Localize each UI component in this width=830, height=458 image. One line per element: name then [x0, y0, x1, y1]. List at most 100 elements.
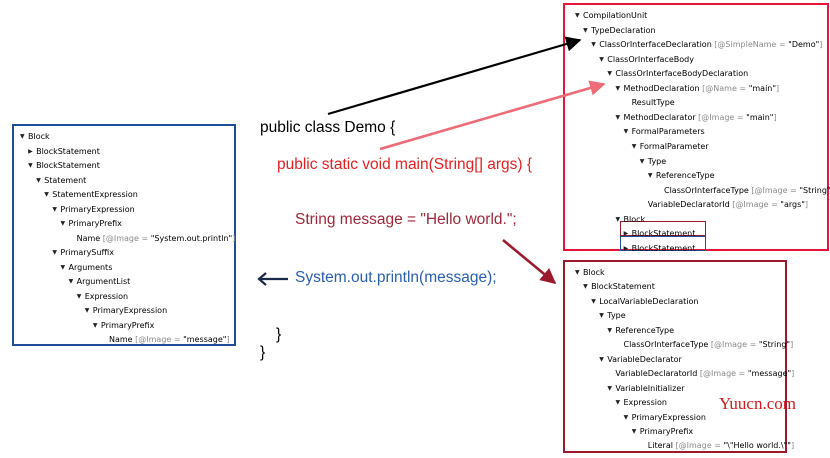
tree-node-label: ClassOrInterfaceBody [607, 54, 694, 64]
tree-node-name[interactable]: Name [@Image = "System.out.println"] [69, 232, 236, 246]
tree-node-type[interactable]: ▼Type [640, 155, 666, 169]
expand-arrow-icon[interactable]: ▼ [647, 172, 653, 180]
tree-node-literal[interactable]: Literal [@Image = "\"Hello world.\""] [640, 439, 794, 453]
expand-arrow-icon[interactable]: ▼ [76, 292, 82, 300]
collapse-arrow-icon[interactable]: ▶ [623, 244, 629, 252]
tree-node-block-statement[interactable]: ▼BlockStatement [583, 280, 655, 294]
tree-node-block-statement[interactable]: ▶BlockStatement [624, 242, 696, 256]
expand-arrow-icon[interactable]: ▼ [84, 307, 90, 314]
tree-node-primary-expression[interactable]: ▼PrimaryExpression [52, 203, 134, 217]
expand-arrow-icon[interactable]: ▼ [615, 399, 621, 407]
tree-node-class-or-interface-type[interactable]: ClassOrInterfaceType [@Image = "String"] [656, 184, 830, 198]
expand-arrow-icon[interactable]: ▼ [607, 326, 613, 334]
local-variable-ast-panel: ▼Block▼BlockStatement▼LocalVariableDecla… [563, 260, 794, 453]
tree-node-block[interactable]: ▼Block [616, 213, 646, 227]
tree-node-block-statement[interactable]: ▶BlockStatement [624, 227, 696, 241]
highlight-block-statement-1 [620, 221, 706, 236]
expand-arrow-icon[interactable]: ▼ [28, 162, 33, 169]
expand-arrow-icon[interactable]: ▼ [591, 297, 596, 305]
tree-node-label: Statement [44, 175, 87, 185]
tree-node-label: VariableDeclarator [607, 354, 682, 364]
tree-node-primary-prefix[interactable]: ▼PrimaryPrefix [61, 217, 122, 231]
tree-node-type-declaration[interactable]: ▼TypeDeclaration [583, 24, 656, 38]
tree-node-label: TypeDeclaration [591, 25, 656, 35]
expand-arrow-icon[interactable]: ▼ [68, 278, 74, 285]
expand-arrow-icon[interactable]: ▼ [599, 355, 604, 363]
expand-arrow-icon[interactable]: ▼ [52, 249, 58, 256]
tree-node-variable-initializer[interactable]: ▼VariableInitializer [607, 382, 684, 396]
tree-node-arguments[interactable]: ▼Arguments [61, 261, 113, 275]
tree-node-method-declarator[interactable]: ▼MethodDeclarator [@Image = "main"] [616, 111, 777, 125]
expand-arrow-icon[interactable]: ▼ [623, 413, 629, 421]
tree-node-class-or-interface-body[interactable]: ▼ClassOrInterfaceBody [599, 53, 694, 67]
tree-node-primary-expression[interactable]: ▼PrimaryExpression [85, 304, 167, 318]
tree-node-compilation-unit[interactable]: ▼CompilationUnit [575, 9, 647, 23]
expand-arrow-icon[interactable]: ▼ [583, 26, 588, 34]
tree-node-block[interactable]: ▼Block [575, 266, 605, 280]
tree-node-method-declaration[interactable]: ▼MethodDeclaration [@Name = "main"] [616, 82, 780, 96]
tree-node-label: PrimaryPrefix [68, 219, 122, 228]
tree-node-label: Literal [647, 441, 673, 451]
tree-node-type[interactable]: ▼Type [599, 309, 625, 323]
expand-arrow-icon[interactable]: ▼ [20, 133, 25, 140]
tree-node-local-variable-declaration[interactable]: ▼LocalVariableDeclaration [591, 295, 698, 309]
tree-node-variable-declarator[interactable]: ▼VariableDeclarator [599, 353, 682, 367]
expand-arrow-icon[interactable]: ▼ [575, 12, 580, 19]
tree-node-result-type[interactable]: ResultType [624, 96, 675, 110]
expand-arrow-icon[interactable]: ▼ [607, 384, 613, 392]
tree-node-reference-type[interactable]: ▼ReferenceType [607, 324, 674, 338]
tree-node-label: FormalParameters [631, 127, 705, 137]
expand-arrow-icon[interactable]: ▼ [60, 263, 66, 271]
expand-arrow-icon[interactable]: ▼ [631, 427, 637, 435]
tree-node-name[interactable]: Name [@Image = "message"] [101, 333, 230, 347]
expand-arrow-icon[interactable]: ▼ [60, 220, 66, 227]
arrow-class-to-declaration [327, 36, 582, 116]
tree-node-block[interactable]: ▼Block [20, 130, 50, 144]
tree-node-block-statement[interactable]: ▼BlockStatement [28, 159, 100, 173]
tree-node-statement-expression[interactable]: ▼StatementExpression [44, 188, 138, 202]
arrow-string-to-block [502, 238, 557, 285]
expand-arrow-icon[interactable]: ▼ [92, 321, 98, 329]
tree-node-class-or-interface-body-declaration[interactable]: ▼ClassOrInterfaceBodyDeclaration [607, 67, 748, 81]
tree-node-class-or-interface-declaration[interactable]: ▼ClassOrInterfaceDeclaration [@SimpleNam… [591, 38, 822, 52]
tree-node-reference-type[interactable]: ▼ReferenceType [648, 169, 715, 183]
tree-node-formal-parameter[interactable]: ▼FormalParameter [632, 140, 709, 154]
expand-arrow-icon[interactable]: ▼ [615, 84, 621, 92]
tree-node-class-or-interface-type[interactable]: ClassOrInterfaceType [@Image = "String"] [616, 338, 794, 352]
tree-node-label: ReferenceType [615, 325, 675, 335]
tree-node-primary-expression[interactable]: ▼PrimaryExpression [624, 411, 706, 425]
expand-arrow-icon[interactable]: ▼ [615, 215, 621, 223]
expand-arrow-icon[interactable]: ▼ [583, 283, 588, 291]
tree-node-label: Expression [84, 291, 129, 301]
tree-node-label: Arguments [68, 262, 113, 272]
tree-node-argument-list[interactable]: ▼ArgumentList [69, 275, 131, 289]
tree-node-label: PrimaryExpression [92, 306, 168, 315]
tree-node-label: MethodDeclarator [623, 112, 696, 122]
expand-arrow-icon[interactable]: ▼ [631, 142, 637, 150]
expand-arrow-icon[interactable]: ▼ [591, 41, 596, 49]
tree-node-variable-declarator-id[interactable]: VariableDeclaratorId [@Image = "message"… [607, 367, 794, 381]
expand-arrow-icon[interactable]: ▼ [615, 113, 621, 121]
expand-arrow-icon[interactable]: ▼ [607, 70, 613, 78]
tree-node-label: Block [28, 132, 50, 141]
collapse-arrow-icon[interactable]: ▶ [28, 147, 33, 155]
collapse-arrow-icon[interactable]: ▶ [623, 230, 629, 238]
expand-arrow-icon[interactable]: ▼ [52, 205, 58, 213]
tree-node-primary-suffix[interactable]: ▼PrimarySuffix [52, 246, 114, 260]
expand-arrow-icon[interactable]: ▼ [36, 176, 41, 184]
tree-node-primary-prefix[interactable]: ▼PrimaryPrefix [93, 319, 154, 333]
tree-node-statement[interactable]: ▼Statement [36, 174, 86, 188]
expand-arrow-icon[interactable]: ▼ [44, 191, 49, 198]
expand-arrow-icon[interactable]: ▼ [639, 157, 645, 165]
tree-node-expression[interactable]: ▼Expression [77, 290, 128, 304]
tree-node-label: LocalVariableDeclaration [599, 296, 699, 306]
expand-arrow-icon[interactable]: ▼ [599, 312, 604, 320]
tree-node-formal-parameters[interactable]: ▼FormalParameters [624, 125, 705, 139]
tree-node-primary-prefix[interactable]: ▼PrimaryPrefix [632, 425, 693, 439]
tree-node-variable-declarator-id[interactable]: VariableDeclaratorId [@Image = "args"] [640, 198, 808, 212]
expand-arrow-icon[interactable]: ▼ [599, 55, 604, 63]
expand-arrow-icon[interactable]: ▼ [623, 128, 629, 136]
expand-arrow-icon[interactable]: ▼ [575, 269, 580, 276]
tree-node-expression[interactable]: ▼Expression [616, 396, 667, 410]
tree-node-block-statement[interactable]: ▶BlockStatement [28, 145, 100, 159]
